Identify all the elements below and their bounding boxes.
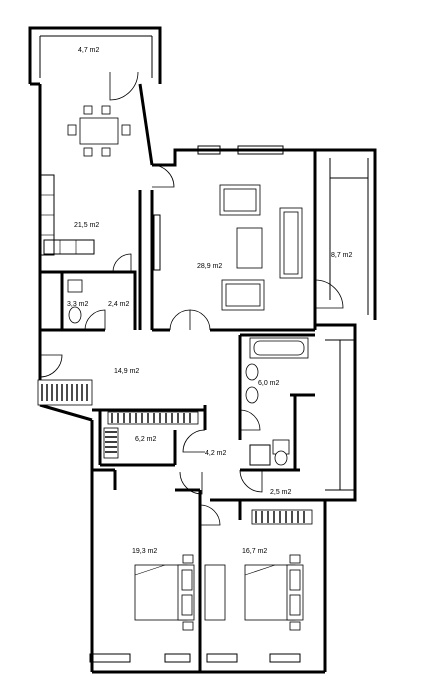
wc-fixtures [67, 279, 83, 324]
label-loggia: 8,7 m2 [331, 252, 353, 259]
bath-fixtures [245, 337, 309, 466]
label-bedroom-right: 16,7 m2 [242, 548, 267, 555]
bed-right [204, 554, 304, 631]
interior-walls [40, 190, 325, 672]
label-closet-small: 2,4 m2 [108, 301, 130, 308]
kitchen-counter [39, 174, 95, 256]
label-balcony: 4,7 m2 [78, 47, 100, 54]
bed-left [134, 554, 195, 631]
living-furniture [153, 184, 303, 311]
label-wc: 3,3 m2 [67, 301, 89, 308]
label-bedroom-left: 19,3 m2 [132, 548, 157, 555]
label-hall: 14,9 m2 [114, 368, 139, 375]
dining-table [67, 105, 131, 157]
label-kitchen: 21,5 m2 [74, 222, 99, 229]
windows [89, 145, 355, 663]
room-labels: 4,7 m2 21,5 m2 28,9 m2 8,7 m2 3,3 m2 2,4… [67, 47, 353, 555]
wardrobes [37, 379, 313, 525]
label-dressing: 2,5 m2 [270, 489, 292, 496]
label-wardrobe: 6,2 m2 [135, 436, 157, 443]
label-living: 28,9 m2 [197, 263, 222, 270]
label-corridor: 4,2 m2 [205, 450, 227, 457]
doors [39, 71, 344, 526]
label-bath: 6,0 m2 [258, 380, 280, 387]
